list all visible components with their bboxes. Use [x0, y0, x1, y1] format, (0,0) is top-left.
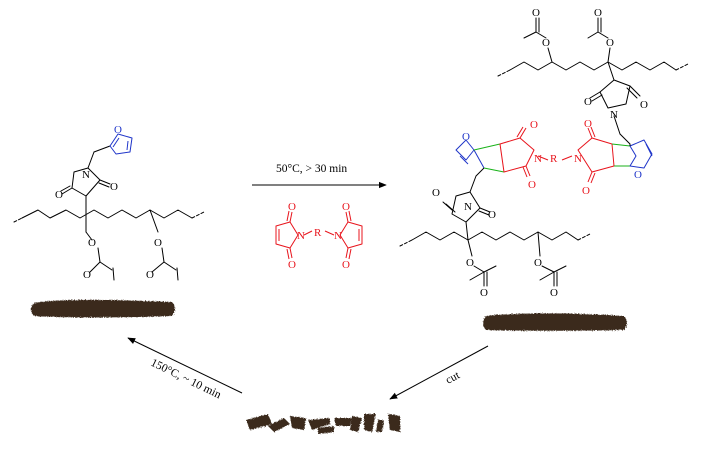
left-ester-o4-label: O [146, 269, 154, 281]
top-imide-o1-label: O [584, 96, 592, 108]
left-ester-o3-label: O [154, 237, 162, 249]
adduct-right-o2: O [582, 185, 590, 197]
bmi-n2-label: N [334, 230, 342, 242]
furan-ring [109, 133, 133, 155]
adduct-left-n: N [534, 153, 542, 165]
bottom-ester-o1-label: O [466, 257, 474, 269]
furan-oxygen-label: O [114, 124, 122, 136]
bmi-r-label: R [314, 227, 322, 239]
cut-polymer-fragments [246, 414, 400, 434]
bottom-ester-o3-label: O [534, 257, 542, 269]
forward-condition-label: 50°C, > 30 min [276, 163, 347, 175]
top-ester-o1-label: O [542, 37, 550, 49]
top-ester-o2-label: O [532, 7, 540, 19]
retro-condition-label: 150°C, ~ 10 min [149, 357, 223, 401]
top-polymer-chain [497, 17, 689, 145]
left-imide-o1-label: O [55, 189, 63, 201]
arrow-down-left-icon [389, 345, 489, 400]
bottom-ester-o2-label: O [480, 287, 488, 299]
left-imide-n-label: N [82, 169, 90, 181]
cut-label: cut [444, 369, 463, 387]
adduct-left-o1: O [530, 119, 538, 131]
bmi-o1-label: O [288, 201, 296, 213]
left-ester-o1-label: O [88, 237, 96, 249]
arrow-up-left-icon [127, 337, 243, 394]
adduct-right-o1: O [584, 118, 592, 130]
top-ester-o4-label: O [594, 7, 602, 19]
top-imide-n-label: N [610, 109, 618, 121]
adduct-right-bridge-o: O [634, 169, 642, 181]
bmi-o4-label: O [342, 259, 350, 271]
bismaleimide [275, 210, 363, 260]
left-ester-o2-label: O [83, 269, 91, 281]
top-ester-o3-label: O [606, 37, 614, 49]
crosslinked-polymer-film-right [483, 313, 627, 331]
adduct-left-bridge-o: O [462, 131, 470, 143]
bottom-polymer-chain [399, 175, 591, 287]
da-adduct-right [561, 126, 653, 184]
bmi-n1-label: N [297, 230, 305, 242]
bottom-imide-o1-label: O [432, 187, 440, 199]
bmi-o2-label: O [288, 259, 296, 271]
adduct-left-o2: O [528, 179, 536, 191]
adduct-right-n: N [574, 153, 582, 165]
bottom-imide-n-label: N [464, 201, 472, 213]
furan-functional-polymer [13, 145, 205, 281]
left-imide-o2-label: O [110, 181, 118, 193]
healed-polymer-film-left [31, 299, 175, 318]
bottom-imide-o2-label: O [488, 209, 496, 221]
bmi-o3-label: O [342, 201, 350, 213]
adduct-r-label: R [550, 153, 558, 165]
bottom-ester-o4-label: O [550, 287, 558, 299]
da-adduct-left [455, 126, 549, 178]
top-imide-o2-label: O [640, 99, 648, 111]
